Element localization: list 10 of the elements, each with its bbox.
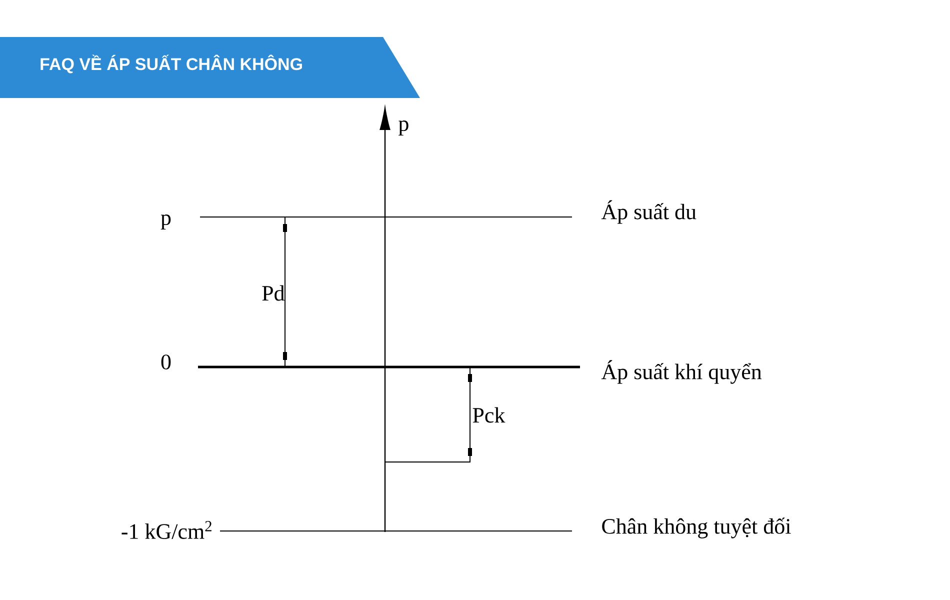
level-label: Chân không tuyệt đối bbox=[602, 518, 791, 538]
axis-label: p bbox=[398, 120, 408, 136]
level-label: -1 kG/cm$^{2}$ bbox=[122, 521, 212, 539]
dimension-label: Pck bbox=[472, 407, 506, 423]
title-banner: FAQ VỀ ÁP SUẤT CHÂN KHÔNG bbox=[0, 37, 420, 98]
level-label: p bbox=[160, 214, 171, 230]
level-label: Áp suất du bbox=[601, 200, 696, 224]
level-label: Áp suất khí quyển bbox=[601, 360, 762, 384]
level-label: 0 bbox=[161, 354, 171, 370]
dimension-label: Pd bbox=[262, 285, 285, 301]
